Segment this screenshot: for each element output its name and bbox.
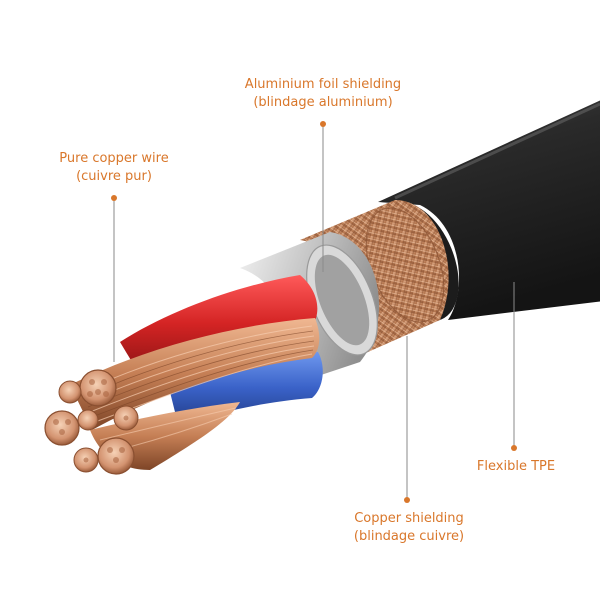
label-aluminium: Aluminium foil shielding (blindage alumi… [238,76,408,112]
label-copper-shield: Copper shielding (blindage cuivre) [344,510,474,546]
label-tpe-line1: Flexible TPE [476,459,556,474]
label-copper-wire-line2: (cuivre pur) [76,169,152,184]
leader-lines [111,121,517,503]
label-copper-shield-line1: Copper shielding [354,511,464,526]
label-copper-wire-line1: Pure copper wire [59,151,169,166]
label-aluminium-line2: (blindage aluminium) [253,95,393,110]
label-aluminium-line1: Aluminium foil shielding [244,77,402,92]
strand-end-caps [44,369,139,475]
label-copper-wire: Pure copper wire (cuivre pur) [44,150,184,186]
blue-conductor [170,352,323,424]
label-copper-shield-line2: (blindage cuivre) [353,529,465,544]
label-tpe: Flexible TPE [468,458,564,476]
